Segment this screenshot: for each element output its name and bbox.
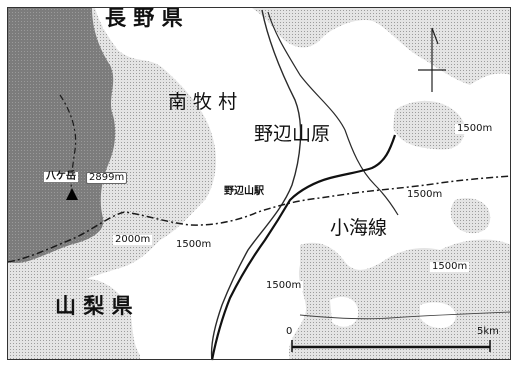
railway-koumi-line <box>210 134 397 361</box>
highland-southeast-region <box>288 239 511 360</box>
contour-2000-label: 2000m <box>113 234 153 245</box>
railway-line-label: 小海線 <box>330 217 388 239</box>
contour-1500-label-s: 1500m <box>264 280 304 291</box>
contour-1500-label-e: 1500m <box>407 189 443 200</box>
highland-northeast-region <box>252 8 511 85</box>
contour-1500-label-ne: 1500m <box>455 123 495 134</box>
river-tributary <box>267 11 399 216</box>
station-label: 野辺山駅 <box>222 186 266 197</box>
scale-start-label: 0 <box>286 326 293 337</box>
village-boundary <box>59 94 77 201</box>
plateau-label: 野辺山原 <box>254 123 331 145</box>
peak-elevation-label: 2899m <box>86 172 128 184</box>
prefecture-yamanashi-label: 山 梨 県 <box>55 294 133 318</box>
road <box>299 311 512 320</box>
summit-marker-icon <box>66 188 78 200</box>
highland-southwest-region <box>8 278 140 360</box>
prefecture-nagano-label: 長 野 県 <box>103 6 185 30</box>
peak-name-label: 八ケ岳 <box>44 171 78 182</box>
contour-1500-label-se: 1500m <box>430 261 470 272</box>
contour-1500-label-sw: 1500m <box>174 239 214 250</box>
lowland-island <box>330 296 359 327</box>
north-arrow-icon <box>418 27 446 92</box>
scale-end-label: 5km <box>477 326 499 337</box>
highland-east-blob <box>450 198 491 234</box>
mountain-region <box>8 8 116 263</box>
highland-east-cluster <box>393 100 465 150</box>
village-label: 南 牧 村 <box>168 91 238 113</box>
scale-bar <box>291 340 491 352</box>
